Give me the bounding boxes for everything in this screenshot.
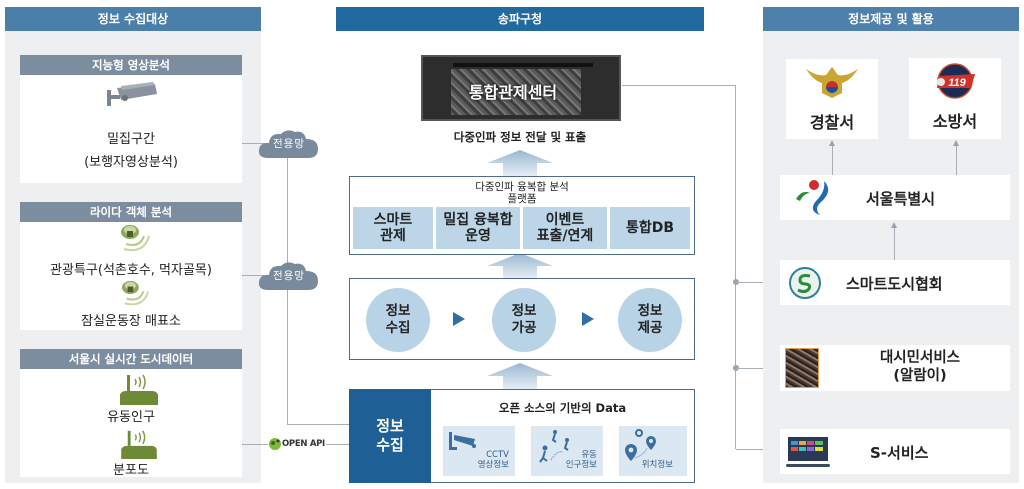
data-tile-location: 위치정보 <box>619 426 687 476</box>
destination-label: 스마트도시협회 <box>846 275 943 293</box>
open-source-data: 오픈 소스의 기반의 Data CCTV 영상정보 유동 인구정보 <box>431 389 695 483</box>
cctv-camera-icon <box>107 82 157 106</box>
platform-cell-event-display: 이벤트 표출/연계 <box>523 207 607 249</box>
destination-police: 경찰서 <box>786 59 878 139</box>
connector-line <box>832 145 833 175</box>
destination-fire: 119 소방서 <box>909 58 1001 139</box>
platform-cell-integrated-db: 통합DB <box>610 207 690 249</box>
connector-line <box>736 449 774 450</box>
connector-line <box>735 85 736 449</box>
lidar-sensor-icon <box>122 280 150 306</box>
process-step-collect: 정보 수집 <box>366 288 430 352</box>
platform-title: 플랫폼 <box>507 193 537 205</box>
source-lidar-analysis: 라이다 객체 분석 관광특구(석촌호수, 먹자골목) 잠실운동장 매표소 <box>20 202 242 330</box>
connector-line <box>894 228 895 260</box>
play-arrow-icon <box>453 312 465 326</box>
pedestrian-icon <box>539 430 569 463</box>
up-arrow-icon <box>487 363 553 389</box>
up-arrow-icon <box>487 150 553 176</box>
arrow-head-icon <box>829 140 835 146</box>
source-line: 잠실운동장 매표소 <box>81 314 181 329</box>
open-api-badge: OPEN API <box>268 436 326 452</box>
destination-label: 서울특별시 <box>866 190 936 208</box>
police-emblem-icon <box>806 67 858 98</box>
connector-line <box>242 275 264 276</box>
seoul-city-logo-icon <box>796 180 829 215</box>
data-tile-label: CCTV 영상정보 <box>477 450 509 470</box>
source-line: 관광특구(석촌호수, 먹자골목) <box>50 263 212 278</box>
play-arrow-icon <box>582 312 594 326</box>
destination-panel-header: 정보제공 및 활용 <box>763 7 1019 31</box>
private-network-cloud: 전용망 <box>258 260 320 290</box>
arrow-head-icon <box>891 222 897 228</box>
process-step-provide: 정보 제공 <box>618 288 682 352</box>
destination-label: 경찰서 <box>809 113 855 132</box>
fire-119-emblem-icon: 119 <box>937 63 975 99</box>
connector-line <box>736 368 774 369</box>
source-title: 서울시 실시간 도시데이터 <box>20 349 242 369</box>
source-video-analysis: 지능형 영상분석 밀집구간 (보행자영상분석) <box>20 55 242 183</box>
center-panel-header: 송파구청 <box>336 7 704 31</box>
source-panel-header: 정보 수집대상 <box>5 7 261 31</box>
connector-line <box>287 155 288 425</box>
data-tile-label: 위치정보 <box>641 460 673 470</box>
process-step-process: 정보 가공 <box>492 288 556 352</box>
data-tile-cctv: CCTV 영상정보 <box>443 426 515 476</box>
arrow-head-icon <box>953 140 959 146</box>
platform-cell-smart-control: 스마트 관제 <box>353 207 433 249</box>
analysis-platform: 다중인파 융복합 분석 플랫폼 스마트 관제 밀집 융복합 운영 이벤트 표출/… <box>349 176 695 255</box>
wireless-router-icon <box>120 374 158 405</box>
connector-line <box>242 143 264 144</box>
destination-label: S-서비스 <box>870 444 929 462</box>
connector-line <box>622 85 736 86</box>
control-center-label: 통합관제센터 <box>468 83 558 102</box>
destination-smart-city-association: 스마트도시협회 <box>780 260 1010 305</box>
destination-seoul: 서울특별시 <box>780 175 1010 220</box>
display-caption: 다중인파 정보 전달 및 표출 <box>453 130 587 144</box>
process-flow: 정보 수집 정보 가공 정보 제공 <box>349 278 695 360</box>
destination-label: 소방서 <box>932 112 978 131</box>
destination-label: 대시민서비스 (알람이) <box>879 350 961 384</box>
laptop-dashboard-icon <box>786 437 830 467</box>
destination-citizen-service: 대시민서비스 (알람이) <box>780 345 1010 391</box>
source-line: 밀집구간 <box>107 132 155 147</box>
open-api-icon <box>269 438 281 450</box>
cctv-icon <box>449 432 476 450</box>
source-line: 분포도 <box>113 463 149 478</box>
connector-line <box>287 424 349 425</box>
svg-text:119: 119 <box>948 77 966 89</box>
location-pin-icon <box>625 429 656 461</box>
source-title: 라이다 객체 분석 <box>20 202 242 222</box>
data-tile-label: 유동 인구정보 <box>565 450 597 470</box>
source-city-data: 서울시 실시간 도시데이터 유동인구 분포도 <box>20 349 242 478</box>
control-center-display: 통합관제센터 <box>421 55 621 121</box>
source-title: 지능형 영상분석 <box>20 55 242 75</box>
connector-line <box>736 282 774 283</box>
cloud-icon <box>258 262 318 290</box>
smart-city-logo-icon <box>789 267 821 299</box>
source-line: 유동인구 <box>107 410 155 425</box>
cloud-label: 전용망 <box>273 270 305 282</box>
lidar-sensor-icon <box>121 225 150 252</box>
alarm-app-thumbnail <box>785 348 819 388</box>
private-network-cloud: 전용망 <box>258 128 320 158</box>
platform-cell-crowd-operation: 밀집 융복합 운영 <box>436 207 520 249</box>
open-source-title: 오픈 소스의 기반의 Data <box>498 401 627 415</box>
up-arrow-icon <box>487 253 553 279</box>
destination-s-service: S-서비스 <box>780 429 1010 474</box>
platform-title: 다중인파 융복합 분석 <box>475 181 569 193</box>
cloud-icon <box>258 130 318 158</box>
open-api-label: OPEN API <box>282 439 325 449</box>
collection-label: 정보 수집 <box>349 389 431 483</box>
connector-line <box>956 145 957 175</box>
cloud-label: 전용망 <box>273 138 305 150</box>
source-line: (보행자영상분석) <box>84 155 178 170</box>
wireless-router-icon <box>121 430 157 459</box>
data-tile-floating-population: 유동 인구정보 <box>531 426 603 476</box>
